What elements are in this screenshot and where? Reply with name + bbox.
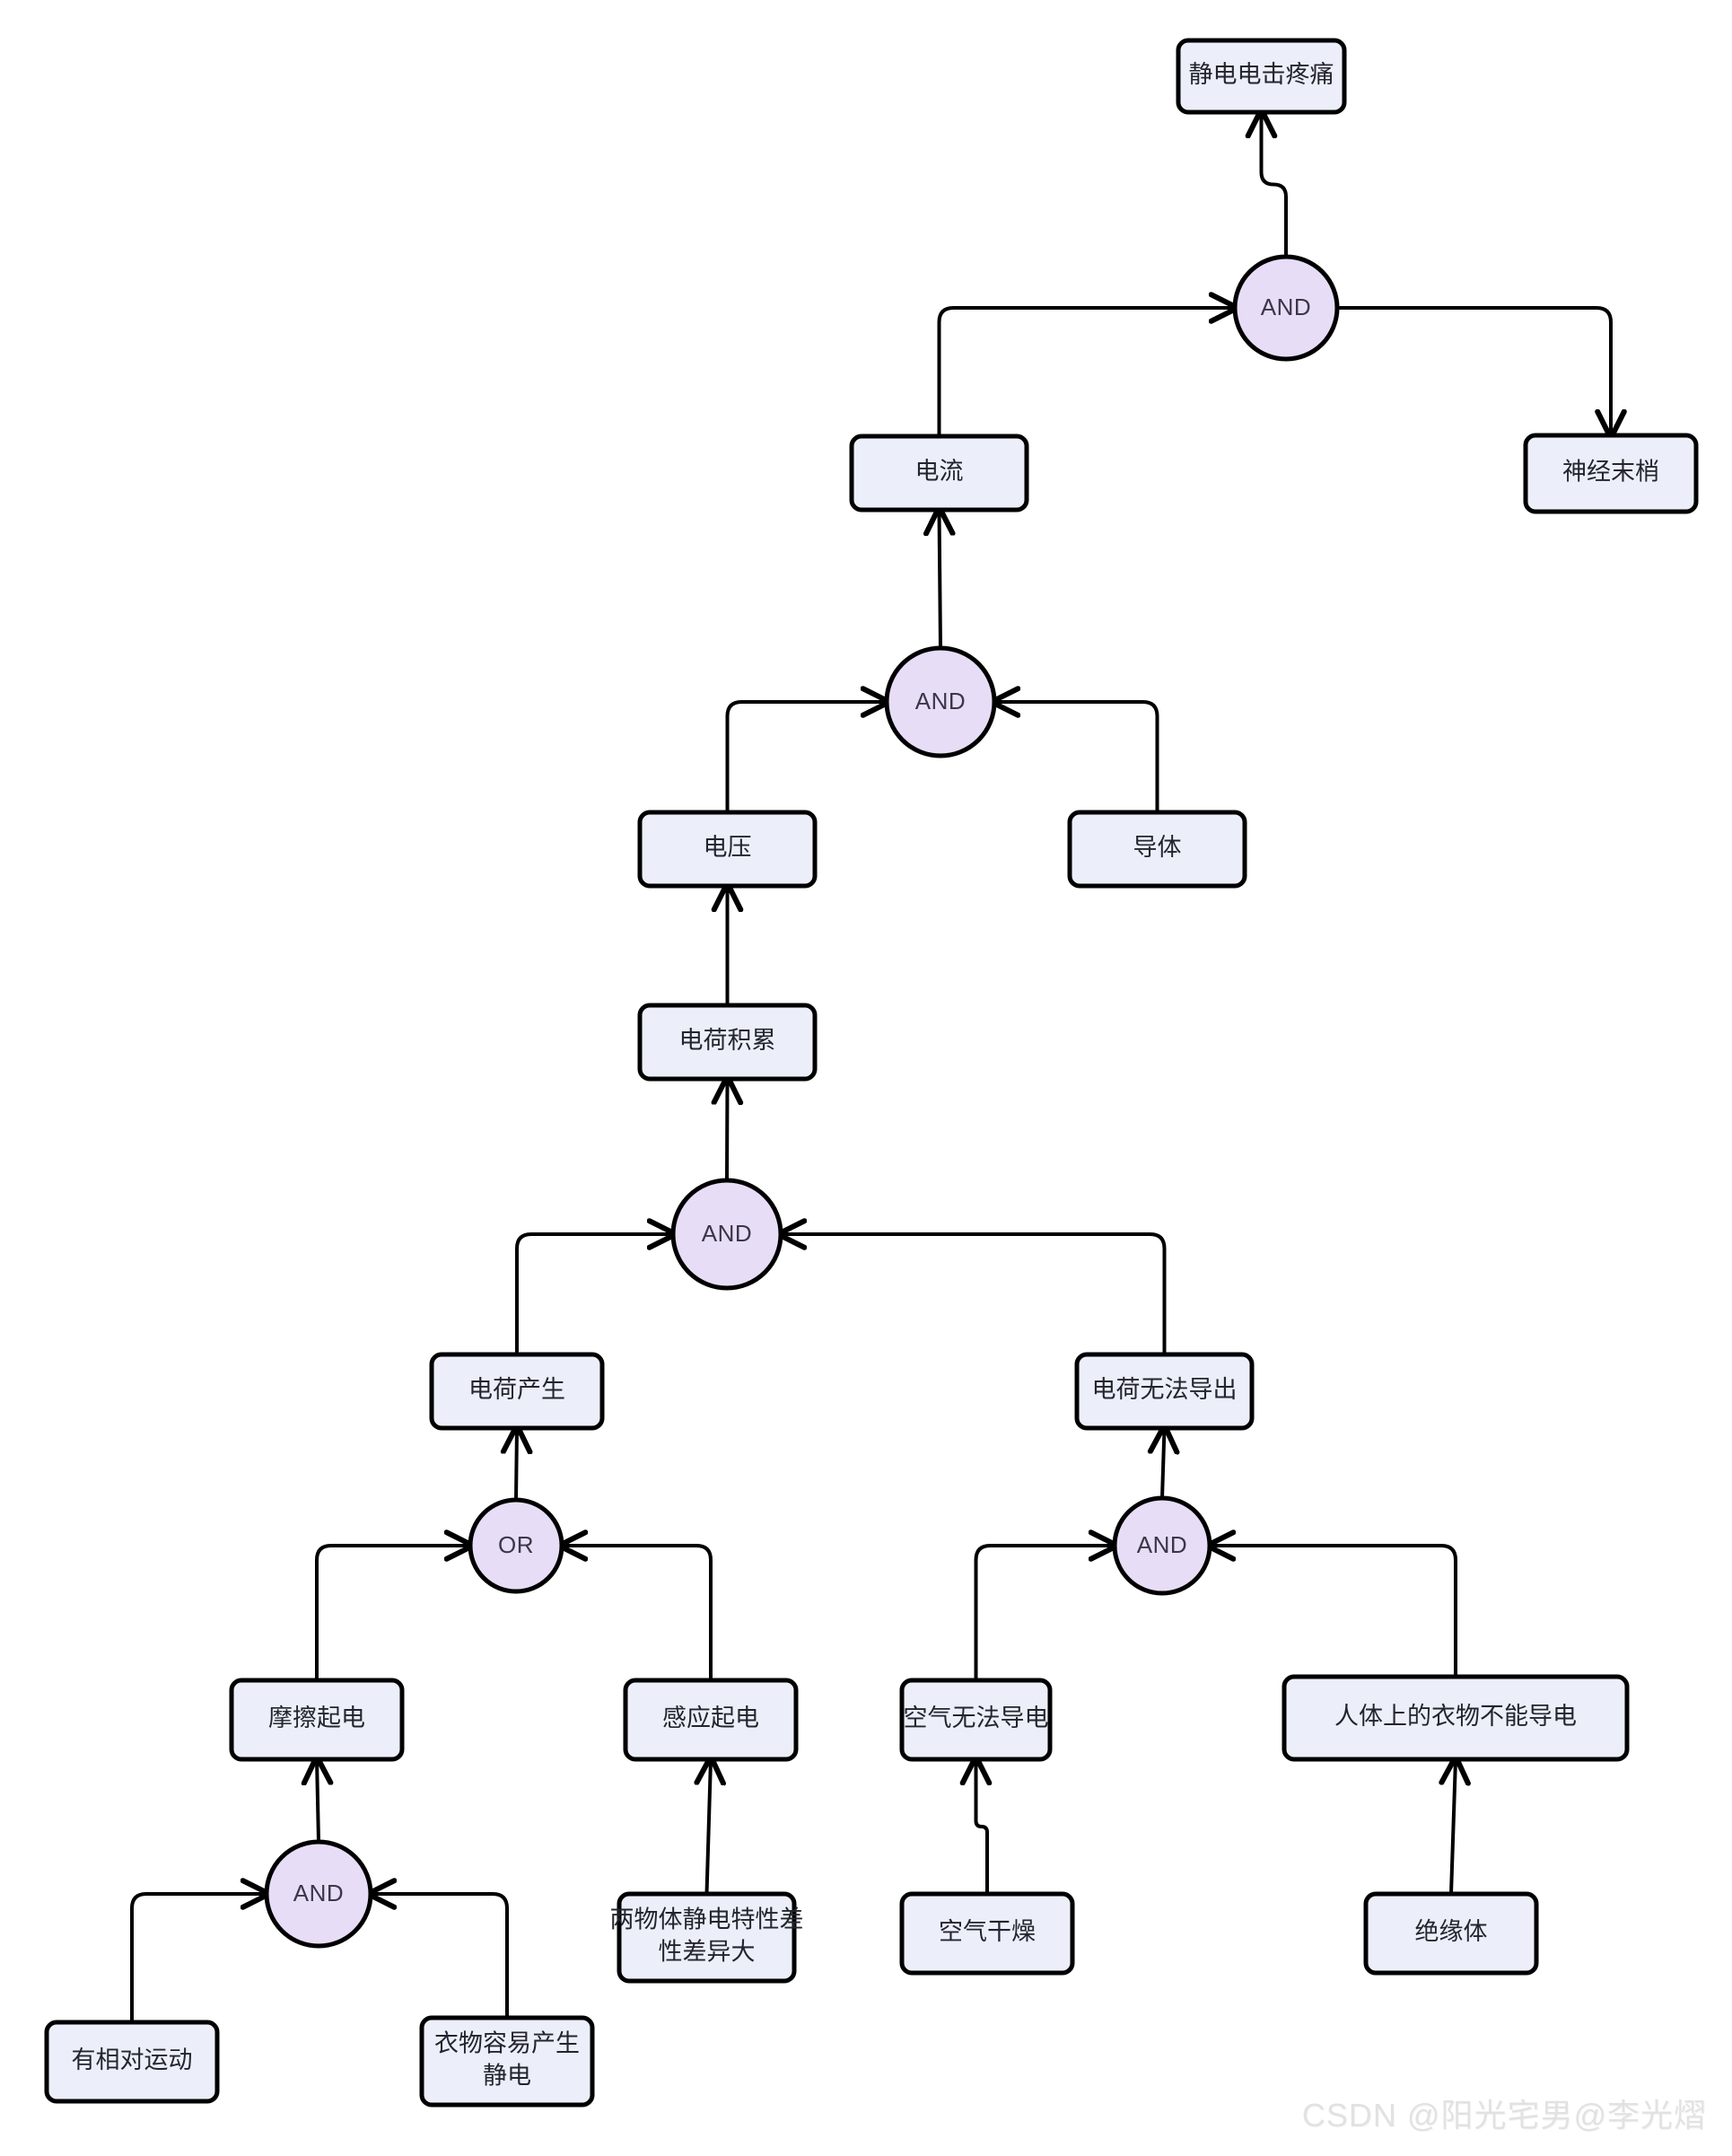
- event-label: 电压: [704, 834, 752, 861]
- event-node-n_induction[interactable]: 感应起电: [623, 1678, 799, 1762]
- edge-n_nodrain-to-g_accum: [781, 1234, 1167, 1354]
- edge-g_top-to-n_top: [1262, 112, 1288, 257]
- edge-n_voltage-to-g_current: [725, 702, 888, 812]
- event-label: 人体上的衣物不能导电: [1334, 1703, 1577, 1730]
- event-label: 绝缘体: [1415, 1918, 1488, 1945]
- event-box: [429, 1352, 605, 1431]
- gate-or-g_or_gen[interactable]: OR: [468, 1497, 564, 1594]
- event-box: [899, 1678, 1053, 1762]
- event-node-n_clothnocond[interactable]: 人体上的衣物不能导电: [1282, 1674, 1630, 1762]
- event-box: [1067, 810, 1247, 889]
- event-label: 有相对运动: [72, 2046, 193, 2073]
- edge-g_and_drain-to-n_nodrain: [1162, 1428, 1165, 1499]
- event-node-n_nerve[interactable]: 神经末梢: [1523, 433, 1699, 514]
- edge-n_diff-to-n_induction: [707, 1759, 712, 1895]
- event-box: [1282, 1674, 1630, 1762]
- edge-g_accum-to-n_accum: [727, 1079, 728, 1181]
- event-node-n_current[interactable]: 电流: [849, 434, 1029, 513]
- event-node-n_top[interactable]: 静电电击疼痛: [1176, 38, 1347, 115]
- gate-and-g_accum[interactable]: AND: [670, 1178, 783, 1291]
- gate-and-g_and_drain[interactable]: AND: [1112, 1495, 1212, 1596]
- event-box: [637, 1003, 818, 1082]
- event-box: [1074, 1352, 1255, 1431]
- event-box: [1523, 433, 1699, 514]
- gate-shape: [264, 1839, 373, 1949]
- event-box: [1176, 38, 1347, 115]
- gate-label: AND: [293, 1880, 344, 1906]
- event-label: 摩擦起电: [268, 1705, 365, 1731]
- csdn-watermark: CSDN @阳光宅男@李光熠: [1301, 2097, 1707, 2134]
- gate-and-g_friction[interactable]: AND: [264, 1839, 373, 1949]
- event-label: 两物体静电特性差性差异大: [610, 1906, 804, 1966]
- event-node-n_friction[interactable]: 摩擦起电: [229, 1678, 405, 1762]
- gate-and-g_top[interactable]: AND: [1232, 254, 1340, 362]
- event-box: [623, 1678, 799, 1762]
- edge-n_clothstatic-to-g_friction: [371, 1894, 509, 2018]
- gate-and-g_current[interactable]: AND: [884, 645, 997, 758]
- event-label: 空气无法导电: [904, 1705, 1049, 1731]
- gate-shape: [468, 1497, 564, 1594]
- event-box: [1363, 1891, 1539, 1976]
- event-node-n_diff[interactable]: 两物体静电特性差性差异大: [610, 1891, 804, 1984]
- edge-n_airnocond-to-g_and_drain: [974, 1546, 1115, 1680]
- event-label: 空气干燥: [939, 1918, 1036, 1945]
- gate-label: AND: [702, 1220, 752, 1247]
- gate-label: AND: [915, 688, 966, 714]
- edge-n_conductor-to-g_current: [994, 702, 1159, 812]
- event-label: 神经末梢: [1562, 459, 1659, 486]
- event-node-n_airdry[interactable]: 空气干燥: [899, 1891, 1075, 1976]
- event-box: [899, 1891, 1075, 1976]
- event-node-n_gen[interactable]: 电荷产生: [429, 1352, 605, 1431]
- event-node-n_conductor[interactable]: 导体: [1067, 810, 1247, 889]
- event-node-n_relmotion[interactable]: 有相对运动: [44, 2020, 220, 2104]
- edge-g_friction-to-n_friction: [317, 1759, 319, 1843]
- edge-n_current-to-g_top: [937, 308, 1236, 436]
- event-label: 电荷产生: [468, 1376, 565, 1403]
- gate-label: OR: [498, 1531, 534, 1558]
- edge-n_induction-to-g_or_gen: [562, 1546, 713, 1680]
- gate-shape: [1232, 254, 1340, 362]
- edge-n_gen-to-g_accum: [515, 1234, 673, 1354]
- event-box: [419, 2015, 595, 2108]
- event-label: 电荷无法导出: [1092, 1376, 1238, 1403]
- event-box: [617, 1891, 797, 1984]
- event-label: 电流: [915, 458, 964, 485]
- gate-label: AND: [1137, 1531, 1187, 1558]
- edge-n_relmotion-to-g_friction: [130, 1894, 267, 2022]
- event-label: 静电电击疼痛: [1189, 61, 1334, 88]
- edge-n_clothnocond-to-g_and_drain: [1210, 1546, 1457, 1677]
- edge-n_airdry-to-n_airnocond: [976, 1759, 988, 1894]
- event-label: 导体: [1133, 834, 1182, 861]
- edge-g_current-to-n_current: [940, 510, 941, 649]
- event-box: [44, 2020, 220, 2104]
- event-node-n_voltage[interactable]: 电压: [637, 810, 818, 889]
- edge-g_or_gen-to-n_gen: [516, 1428, 517, 1501]
- event-node-n_airnocond[interactable]: 空气无法导电: [899, 1678, 1053, 1762]
- event-node-n_nodrain[interactable]: 电荷无法导出: [1074, 1352, 1255, 1431]
- gate-label: AND: [1261, 294, 1311, 320]
- event-node-n_clothstatic[interactable]: 衣物容易产生静电: [419, 2015, 595, 2108]
- event-box: [849, 434, 1029, 513]
- event-node-n_accum[interactable]: 电荷积累: [637, 1003, 818, 1082]
- edge-layer: [130, 112, 1611, 2022]
- gate-shape: [670, 1178, 783, 1291]
- event-label: 感应起电: [662, 1705, 759, 1731]
- event-box: [637, 810, 818, 889]
- gate-shape: [884, 645, 997, 758]
- event-label: 衣物容易产生静电: [434, 2030, 580, 2090]
- edge-n_insulator-to-n_clothnocond: [1451, 1759, 1456, 1895]
- edge-g_top-to-n_nerve: [1337, 306, 1611, 435]
- edge-n_friction-to-g_or_gen: [315, 1546, 470, 1680]
- gate-shape: [1112, 1495, 1212, 1596]
- event-box: [229, 1678, 405, 1762]
- event-node-n_insulator[interactable]: 绝缘体: [1363, 1891, 1539, 1976]
- event-label: 电荷积累: [679, 1027, 776, 1054]
